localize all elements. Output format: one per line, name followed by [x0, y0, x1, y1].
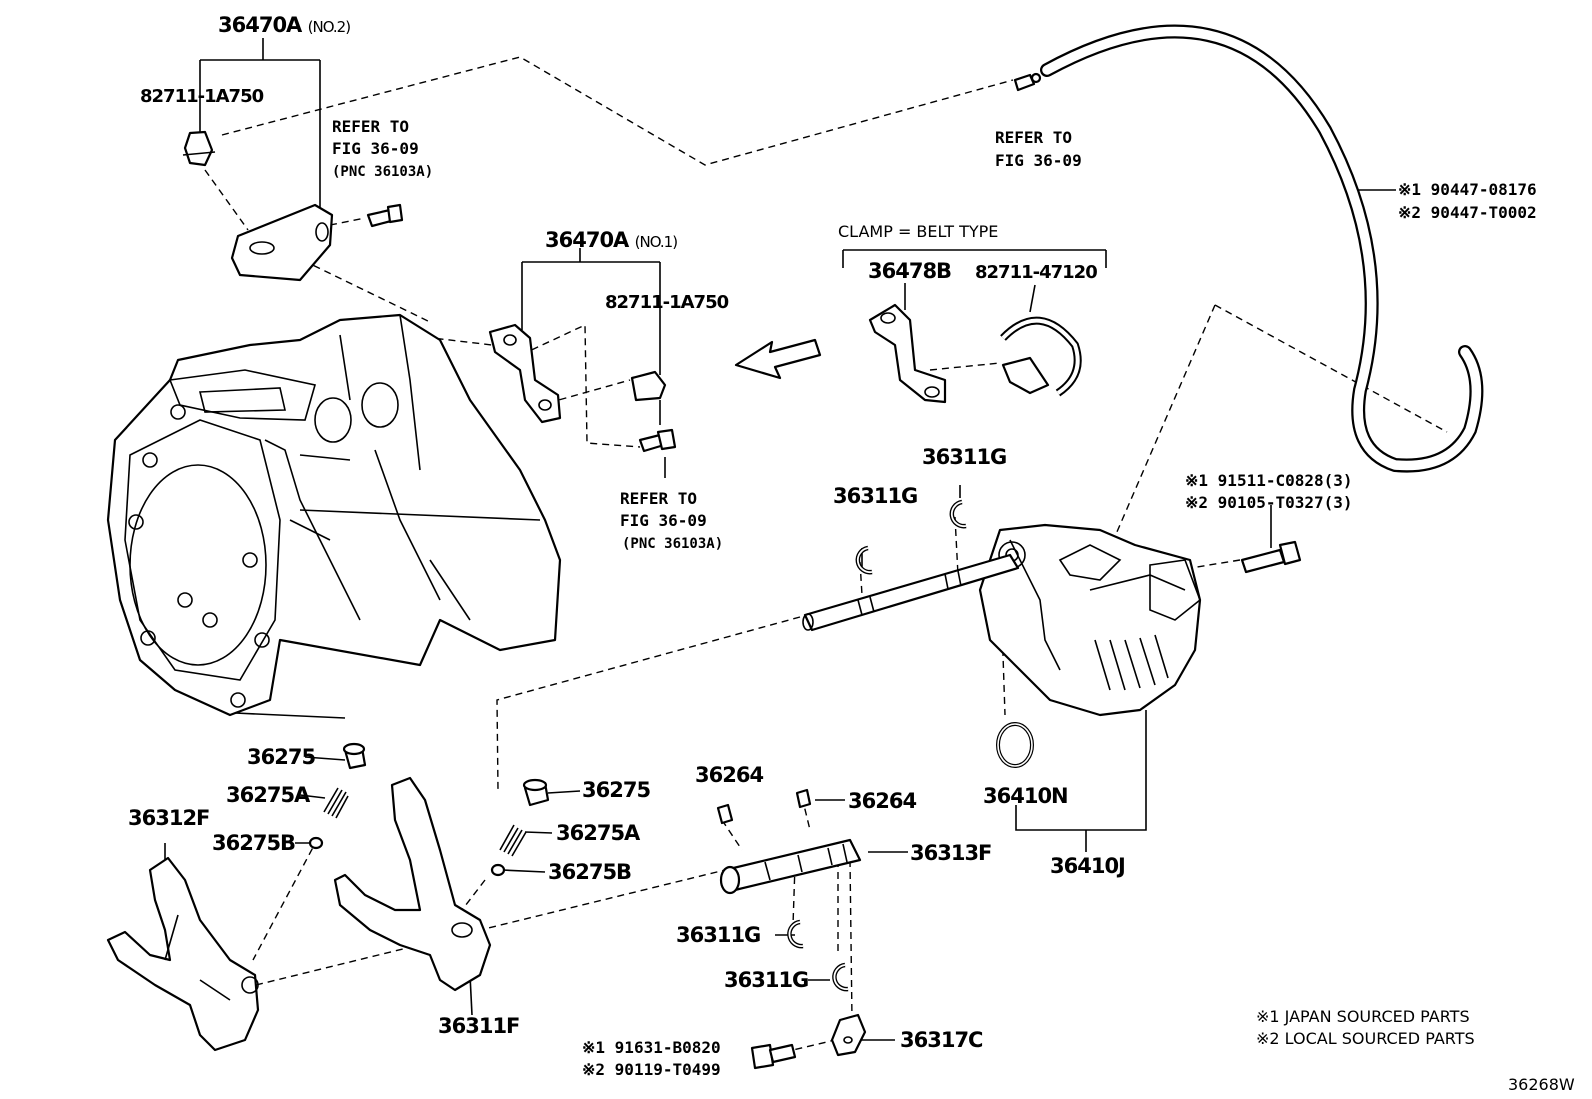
label-spring-mid: 36275A	[556, 821, 641, 845]
label-snap-ring-lower-2: 36311G	[724, 968, 808, 992]
pin-right	[795, 788, 812, 809]
label-refer-top-center-1: REFER TO	[995, 128, 1072, 147]
spring-left	[323, 787, 349, 819]
ball-mid	[490, 863, 506, 877]
legend-note-1: ※1 JAPAN SOURCED PARTS	[1256, 1007, 1470, 1026]
shift-fork-36311F	[333, 776, 492, 992]
stopper-36317C	[830, 1013, 867, 1057]
figure-id: 36268W	[1508, 1075, 1575, 1094]
label-housing-assy: 36410J	[1050, 854, 1125, 878]
clamp-bracket-36478B	[868, 303, 947, 404]
plug-left	[342, 742, 367, 770]
extension-housing	[978, 523, 1202, 717]
o-ring-36410N	[996, 722, 1034, 768]
label-refer-mid-3: (PNC 36103A)	[622, 536, 723, 552]
label-refer-mid-2: FIG 36-09	[620, 511, 707, 530]
label-stopper: 36317C	[900, 1028, 983, 1052]
snap-ring-lower-2	[832, 962, 849, 992]
ball-left	[308, 836, 324, 850]
label-snap-ring-lower-1: 36311G	[676, 923, 760, 947]
label-fork-mid: 36311F	[438, 1014, 519, 1038]
label-bracket-no2: 36470A (NO.2)	[218, 13, 350, 37]
label-ball-mid: 36275B	[548, 860, 631, 884]
label-refer-top-left-2: FIG 36-09	[332, 139, 419, 158]
direction-arrow	[734, 338, 822, 380]
label-bracket-no1: 36470A (NO.1)	[545, 228, 677, 252]
label-pin-left: 36264	[695, 763, 763, 787]
bracket-no1	[488, 323, 562, 424]
transmission-case	[106, 313, 562, 719]
bolt-top-left	[366, 203, 404, 228]
bolt-right	[1240, 540, 1302, 574]
label-clamp-bracket: 36478B	[868, 259, 951, 283]
snap-ring-upper-right	[949, 499, 967, 529]
callout-labels: 36470A (NO.2) 82711-1A750 REFER TO FIG 3…	[128, 13, 1575, 1094]
legend-note-2: ※2 LOCAL SOURCED PARTS	[1256, 1029, 1475, 1048]
shift-fork-36312F	[106, 856, 260, 1052]
label-bolt-lower-2: ※2 90119-T0499	[582, 1060, 721, 1079]
bolt-mid	[638, 428, 677, 453]
label-clamp-note: CLAMP = BELT TYPE	[838, 222, 998, 241]
label-clip-no2: 82711-1A750	[140, 86, 264, 107]
label-hose-1: ※1 90447-08176	[1398, 180, 1537, 199]
clip-no1	[630, 370, 667, 402]
label-hose-2: ※2 90447-T0002	[1398, 203, 1537, 222]
label-clip-no1: 82711-1A750	[605, 292, 729, 313]
clamp-band-82711-47120	[1000, 316, 1082, 397]
label-fork-left: 36312F	[128, 806, 209, 830]
dashed-leader-lines	[204, 56, 1448, 1056]
label-snap-ring-upper-left: 36311G	[833, 484, 917, 508]
label-refer-mid-1: REFER TO	[620, 489, 697, 508]
label-spring-left: 36275A	[226, 783, 311, 807]
breather-hose	[1013, 24, 1484, 473]
label-bolt-right-2: ※2 90105-T0327(3)	[1185, 493, 1353, 512]
pin-left	[716, 803, 734, 825]
shift-shaft-36313F	[719, 838, 862, 895]
label-clamp-band: 82711-47120	[975, 262, 1097, 283]
solid-leader-lines	[164, 38, 1396, 1041]
snap-ring-lower-1	[787, 919, 804, 949]
label-pin-right: 36264	[848, 789, 916, 813]
label-bolt-lower-1: ※1 91631-B0820	[582, 1038, 721, 1057]
selector-shaft-upper	[802, 553, 1020, 632]
plug-mid	[522, 778, 550, 807]
label-snap-ring-upper-right: 36311G	[922, 445, 1006, 469]
bracket-no2	[230, 203, 334, 282]
clip-no2	[182, 130, 216, 167]
snap-ring-upper-left	[855, 545, 873, 575]
label-refer-top-left-3: (PNC 36103A)	[332, 164, 433, 180]
bolt-lower	[750, 1043, 797, 1070]
label-shaft-lower: 36313F	[910, 841, 991, 865]
label-plug-mid: 36275	[582, 778, 650, 802]
spring-mid	[499, 824, 527, 857]
label-plug-left: 36275	[247, 745, 315, 769]
label-ball-left: 36275B	[212, 831, 295, 855]
label-refer-top-center-2: FIG 36-09	[995, 151, 1082, 170]
label-bolt-right-1: ※1 91511-C0828(3)	[1185, 471, 1353, 490]
label-refer-top-left-1: REFER TO	[332, 117, 409, 136]
label-o-ring: 36410N	[983, 784, 1068, 808]
